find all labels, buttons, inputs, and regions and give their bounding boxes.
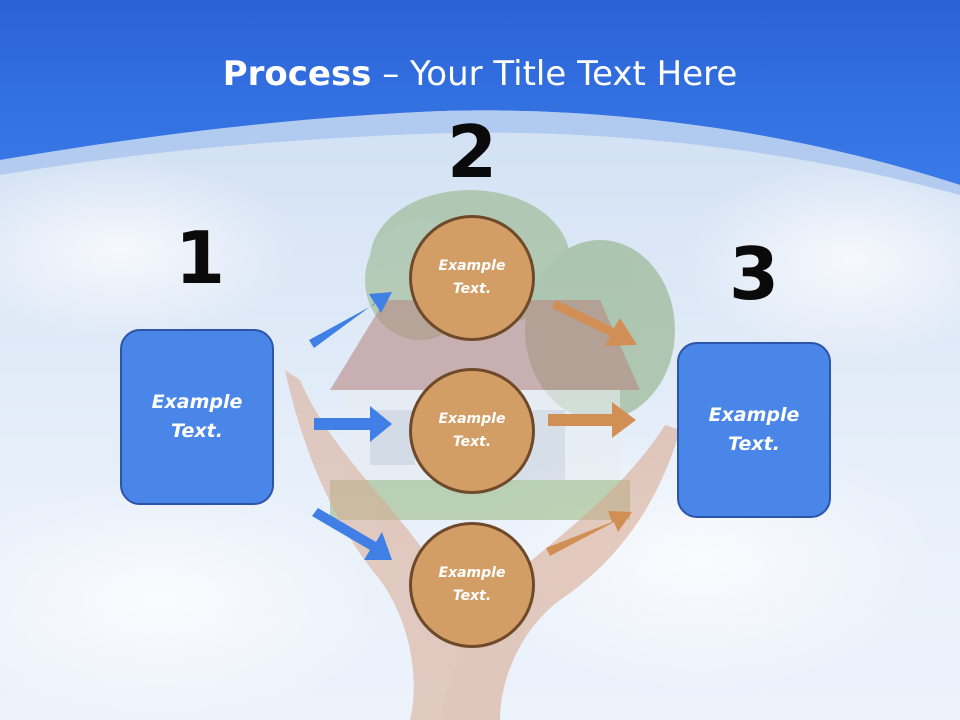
- arrow-blue-down: [312, 508, 392, 560]
- cloud: [680, 160, 960, 360]
- arrow-blue-up: [309, 292, 392, 348]
- title-rest: – Your Title Text Here: [371, 54, 738, 94]
- step-number-3: 3: [728, 232, 780, 316]
- right-box-line2: Text.: [728, 433, 780, 455]
- arrow-orange-up: [546, 511, 632, 556]
- circle-bottom-line2: Text.: [452, 588, 492, 604]
- right-box-line1: Example: [708, 404, 800, 426]
- circle-top-line1: Example: [438, 258, 506, 274]
- slide-title: Process – Your Title Text Here: [0, 52, 960, 96]
- circle-bottom-line1: Example: [438, 565, 506, 581]
- left-box-line2: Text.: [171, 420, 223, 442]
- cloud: [0, 160, 300, 340]
- circle-middle-line2: Text.: [452, 434, 492, 450]
- header-band: [0, 0, 960, 185]
- left-box-line1: Example: [151, 391, 243, 413]
- arrow-orange-right: [548, 402, 636, 438]
- header-swoosh: [0, 110, 960, 195]
- circle-middle-line1: Example: [438, 411, 506, 427]
- title-bold: Process: [222, 54, 372, 94]
- step-number-1: 1: [174, 216, 226, 300]
- step-number-2: 2: [446, 110, 498, 194]
- arrow-orange-down: [552, 300, 637, 346]
- cloud: [0, 480, 400, 720]
- circle-top-line2: Text.: [452, 281, 492, 297]
- arrow-blue-right: [314, 406, 392, 442]
